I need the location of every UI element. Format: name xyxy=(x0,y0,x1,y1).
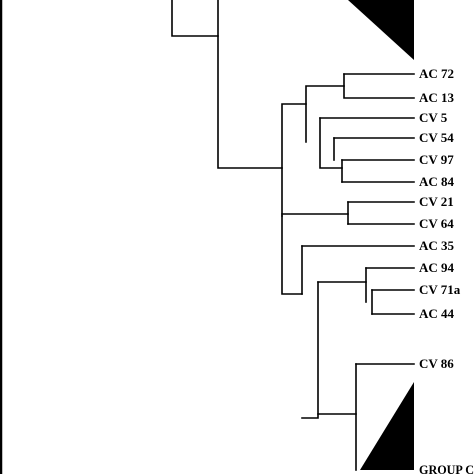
leaf-label-cv54: CV 54 xyxy=(419,130,454,145)
leaf-label-ac35: AC 35 xyxy=(419,238,455,253)
leaf-label-cv71a: CV 71a xyxy=(419,282,461,297)
leaf-label-cv64: CV 64 xyxy=(419,216,454,231)
leaf-label-ac94: AC 94 xyxy=(419,260,455,275)
leaf-label-ac84: AC 84 xyxy=(419,174,455,189)
branch-cv-group xyxy=(319,117,343,169)
branch-lower-clade xyxy=(281,215,303,295)
leaf-label-ac13: AC 13 xyxy=(419,90,455,105)
collapsed-clade-top xyxy=(348,0,414,60)
branch-top-right xyxy=(217,0,283,169)
branch-ac94-group xyxy=(301,281,319,419)
branch-upper-clade xyxy=(281,103,307,217)
leaf-label-cv86: CV 86 xyxy=(419,356,454,371)
branch-ac-pair xyxy=(305,85,345,143)
leaf-label-ac72: AC 72 xyxy=(419,66,454,81)
leaf-branch-ac13 xyxy=(343,73,415,99)
group-label-group-c: GROUP C xyxy=(419,462,474,474)
leaf-label-cv21: CV 21 xyxy=(419,194,454,209)
tree-branches xyxy=(171,0,415,471)
collapsed-clade-group-c xyxy=(360,382,414,470)
leaf-label-cv97: CV 97 xyxy=(419,152,454,167)
branch-top-left xyxy=(171,0,219,37)
leaf-label-cv5: CV 5 xyxy=(419,110,448,125)
leaf-labels: AC 72 AC 13 CV 5 CV 54 CV 97 AC 84 CV 21… xyxy=(419,66,474,474)
leaf-label-ac44: AC 44 xyxy=(419,306,455,321)
